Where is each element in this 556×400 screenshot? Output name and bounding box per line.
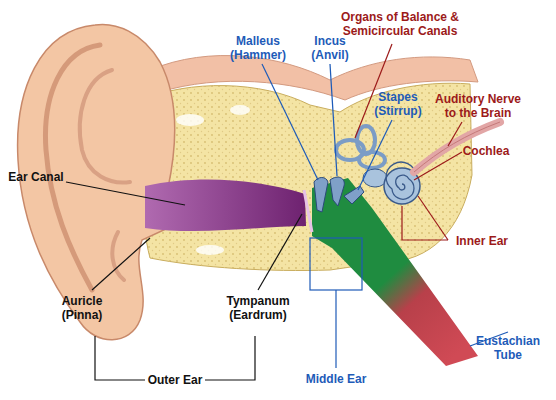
temporal-bone	[139, 83, 472, 270]
part-label: Tympanum (Eardrum)	[216, 294, 300, 322]
middle-ear-bracket	[310, 238, 362, 290]
part-label: Organs of Balance & Semicircular Canals	[334, 10, 466, 38]
ossicles	[314, 177, 364, 212]
pinna-ridge	[112, 232, 124, 280]
part-label: Middle Ear	[303, 372, 370, 386]
semicircular-canals	[336, 126, 385, 168]
part-label: Cochlea	[463, 144, 510, 158]
bone-cavity	[196, 245, 224, 255]
eardrum	[304, 190, 312, 232]
part-label: Malleus (Hammer)	[225, 34, 291, 62]
part-label: Auditory Nerve to the Brain	[430, 92, 526, 120]
inner-ear-bracket	[402, 206, 448, 240]
ear-canal	[145, 180, 306, 232]
part-label: Stapes (Stirrup)	[365, 90, 431, 118]
part-label: Ear Canal	[8, 170, 63, 184]
bone-cavity	[230, 105, 250, 115]
inner-ear-bracket	[418, 196, 448, 240]
part-label: Inner Ear	[456, 234, 508, 248]
middle-ear-bracket	[335, 290, 336, 368]
pinna-ridge	[80, 70, 130, 183]
bone-cavity	[176, 114, 204, 126]
eustachian-tube	[312, 178, 478, 366]
part-label: Outer Ear	[145, 373, 206, 387]
part-label: Incus (Anvil)	[304, 34, 356, 62]
leader-lines	[66, 44, 508, 346]
part-label: Eustachian Tube	[469, 334, 547, 362]
part-label: Auricle (Pinna)	[50, 294, 114, 322]
